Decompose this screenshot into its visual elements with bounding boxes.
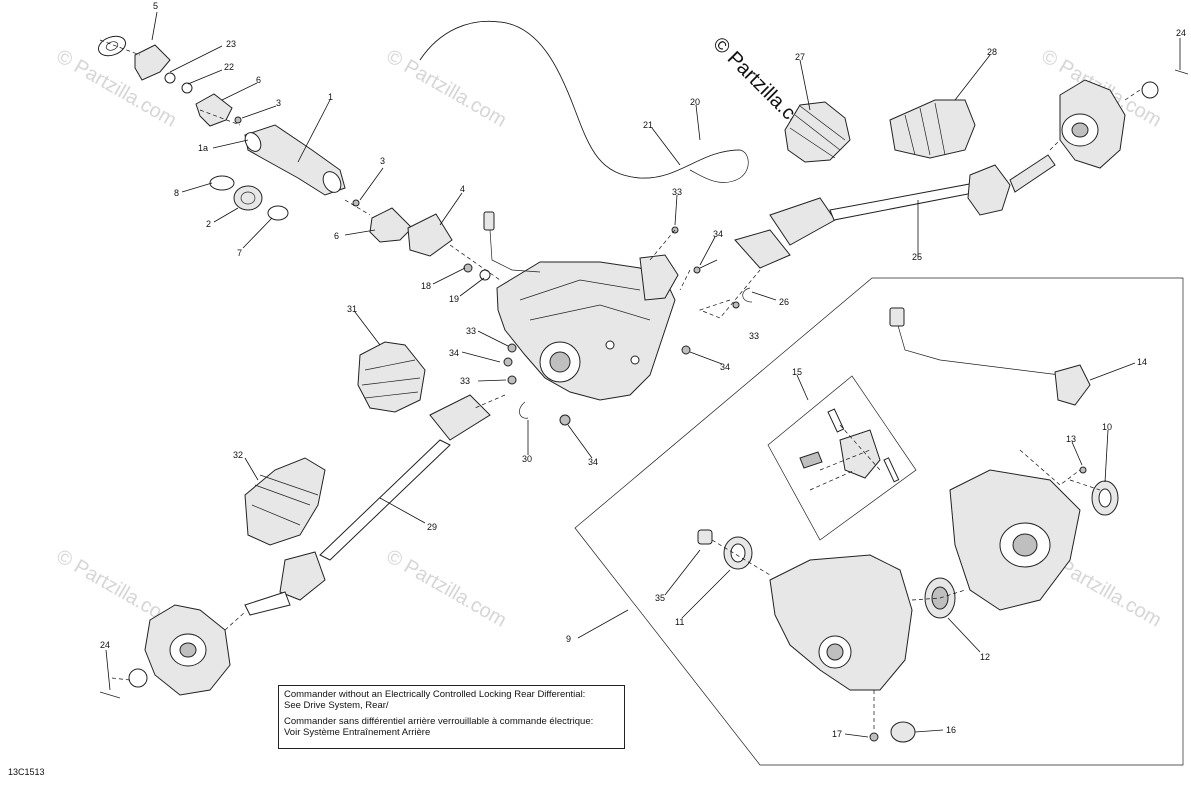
note-line-2: See Drive System, Rear/ xyxy=(284,700,389,711)
callout-1a: 1a xyxy=(198,143,208,153)
note-line-4: Voir Système Entraînement Arrière xyxy=(284,727,431,738)
callout-11: 11 xyxy=(675,617,684,627)
callout-27: 27 xyxy=(795,52,805,62)
callout-17: 17 xyxy=(832,729,842,739)
callout-26: 26 xyxy=(779,297,789,307)
callout-32: 32 xyxy=(233,450,243,460)
callout-33: 33 xyxy=(672,187,682,197)
alignment-lines xyxy=(99,39,1141,732)
callout-5: 5 xyxy=(153,1,158,11)
callout-13: 13 xyxy=(1066,434,1076,444)
callout-29: 29 xyxy=(427,522,437,532)
cv-boots-right xyxy=(784,99,976,163)
callout-28: 28 xyxy=(987,47,997,57)
callout-labels: 5 23 22 6 3 1 1a 8 2 7 3 4 6 18 19 21 20… xyxy=(100,1,1186,739)
callout-22: 22 xyxy=(224,62,234,72)
callout-24: 24 xyxy=(1176,28,1186,38)
callout-23: 23 xyxy=(226,39,236,49)
drive-shaft-left xyxy=(244,394,491,616)
watermark-text: © Partzilla.com xyxy=(383,545,511,631)
callout-35: 35 xyxy=(655,593,665,603)
differential-exploded xyxy=(697,307,1119,743)
callout-24: 24 xyxy=(100,640,110,650)
callout-20: 20 xyxy=(690,97,700,107)
callout-8: 8 xyxy=(174,188,179,198)
cv-boot-left-upper xyxy=(357,341,426,413)
shift-fork-group-outline xyxy=(767,375,917,541)
callout-3: 3 xyxy=(276,98,281,108)
callout-25: 25 xyxy=(912,252,922,262)
callout-34: 34 xyxy=(713,229,723,239)
callout-9: 9 xyxy=(566,634,571,644)
diagram-code: 13C1513 xyxy=(8,767,45,777)
callout-34: 34 xyxy=(720,362,730,372)
callout-19: 19 xyxy=(449,294,459,304)
leader-lines xyxy=(105,11,1181,738)
wheel-hub-left xyxy=(99,604,231,699)
callout-21: 21 xyxy=(643,120,653,130)
callout-2: 2 xyxy=(206,219,211,229)
callout-14: 14 xyxy=(1137,357,1147,367)
cv-boot-left-lower xyxy=(244,457,326,546)
callout-30: 30 xyxy=(522,454,532,464)
callout-12: 12 xyxy=(980,652,990,662)
propeller-shaft-assembly xyxy=(97,35,453,257)
drive-shaft-right xyxy=(734,154,1056,269)
front-differential-housing xyxy=(483,211,679,401)
callout-18: 18 xyxy=(421,281,431,291)
reference-note: Commander without an Electrically Contro… xyxy=(278,685,625,749)
callout-3: 3 xyxy=(380,156,385,166)
note-line-3: Commander sans différentiel arrière verr… xyxy=(284,716,594,727)
callout-6: 6 xyxy=(256,75,261,85)
callout-31: 31 xyxy=(347,304,357,314)
callout-6: 6 xyxy=(334,231,339,241)
callout-33: 33 xyxy=(466,326,476,336)
callout-16: 16 xyxy=(946,725,956,735)
callout-33: 33 xyxy=(460,376,470,386)
callout-33: 33 xyxy=(749,331,759,341)
callout-1: 1 xyxy=(328,92,333,102)
callout-7: 7 xyxy=(237,248,242,258)
callout-34: 34 xyxy=(449,348,459,358)
callout-34: 34 xyxy=(588,457,598,467)
wheel-hub-right xyxy=(1059,69,1189,169)
watermark-text: © Partzilla.com xyxy=(383,45,511,131)
differential-group-outline xyxy=(574,277,1184,766)
callout-10: 10 xyxy=(1102,422,1112,432)
callout-15: 15 xyxy=(792,367,802,377)
note-line-1: Commander without an Electrically Contro… xyxy=(284,689,586,700)
callout-4: 4 xyxy=(460,184,465,194)
